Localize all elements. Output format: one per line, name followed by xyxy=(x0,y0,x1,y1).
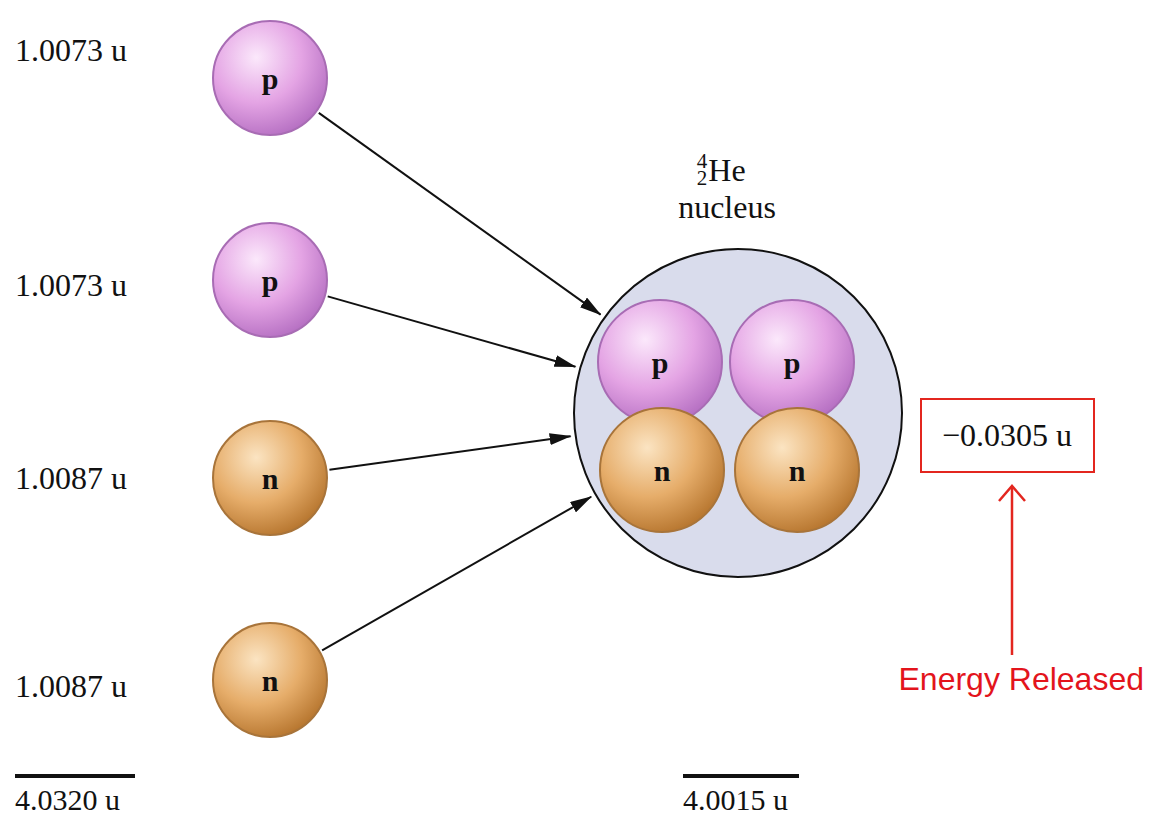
mass-label: 1.0073 u xyxy=(15,266,127,304)
particle-letter: n xyxy=(262,664,279,697)
mass-label: 1.0087 u xyxy=(15,667,127,705)
particle-letter: p xyxy=(262,62,279,95)
circle-fill xyxy=(213,421,327,535)
circle-fill xyxy=(213,223,327,337)
circle-fill xyxy=(735,408,859,532)
proton-sphere: p xyxy=(212,222,328,338)
helium-nucleus: 42He nucleusppnn xyxy=(573,248,903,578)
particle-letter: p xyxy=(262,264,279,297)
total-mass-label: 4.0320 u xyxy=(15,783,120,816)
atomic-number: 2 xyxy=(697,168,708,189)
energy-pointer-line xyxy=(1011,486,1014,655)
nucleus-heading: 42He nucleus xyxy=(678,152,776,226)
mass-defect-box: −0.0305 u xyxy=(920,398,1095,473)
circle-fill xyxy=(574,249,902,577)
proton-sphere: p xyxy=(597,299,723,425)
circle-fill xyxy=(213,21,327,135)
particle-letter: n xyxy=(654,454,671,487)
circle-outline xyxy=(573,248,903,578)
assembly-arrow xyxy=(322,497,591,651)
total-mass-label: 4.0015 u xyxy=(683,783,788,816)
energy-pointer-head xyxy=(999,486,1025,501)
nucleus-name: He nucleus xyxy=(678,152,776,226)
assembly-arrow xyxy=(319,113,601,315)
neutron-sphere: n xyxy=(212,622,328,738)
sum-bar xyxy=(683,774,799,778)
particle-letter: n xyxy=(262,462,279,495)
energy-label: Energy Released xyxy=(899,660,1144,698)
assembly-arrow xyxy=(329,436,570,469)
neutron-sphere: n xyxy=(599,407,725,533)
circle-fill xyxy=(730,300,854,424)
mass-label: 1.0073 u xyxy=(15,31,127,69)
sum-bar xyxy=(15,774,135,778)
mass-defect-value: −0.0305 u xyxy=(942,416,1072,454)
circle-fill xyxy=(213,623,327,737)
assembly-arrow xyxy=(328,296,576,366)
circle-fill xyxy=(598,300,722,424)
particle-letter: n xyxy=(789,454,806,487)
mass-label: 1.0087 u xyxy=(15,459,127,497)
circle-fill xyxy=(600,408,724,532)
neutron-sphere: n xyxy=(734,407,860,533)
proton-sphere: p xyxy=(729,299,855,425)
particle-letter: p xyxy=(784,346,801,379)
proton-sphere: p xyxy=(212,20,328,136)
particle-letter: p xyxy=(652,346,669,379)
neutron-sphere: n xyxy=(212,420,328,536)
